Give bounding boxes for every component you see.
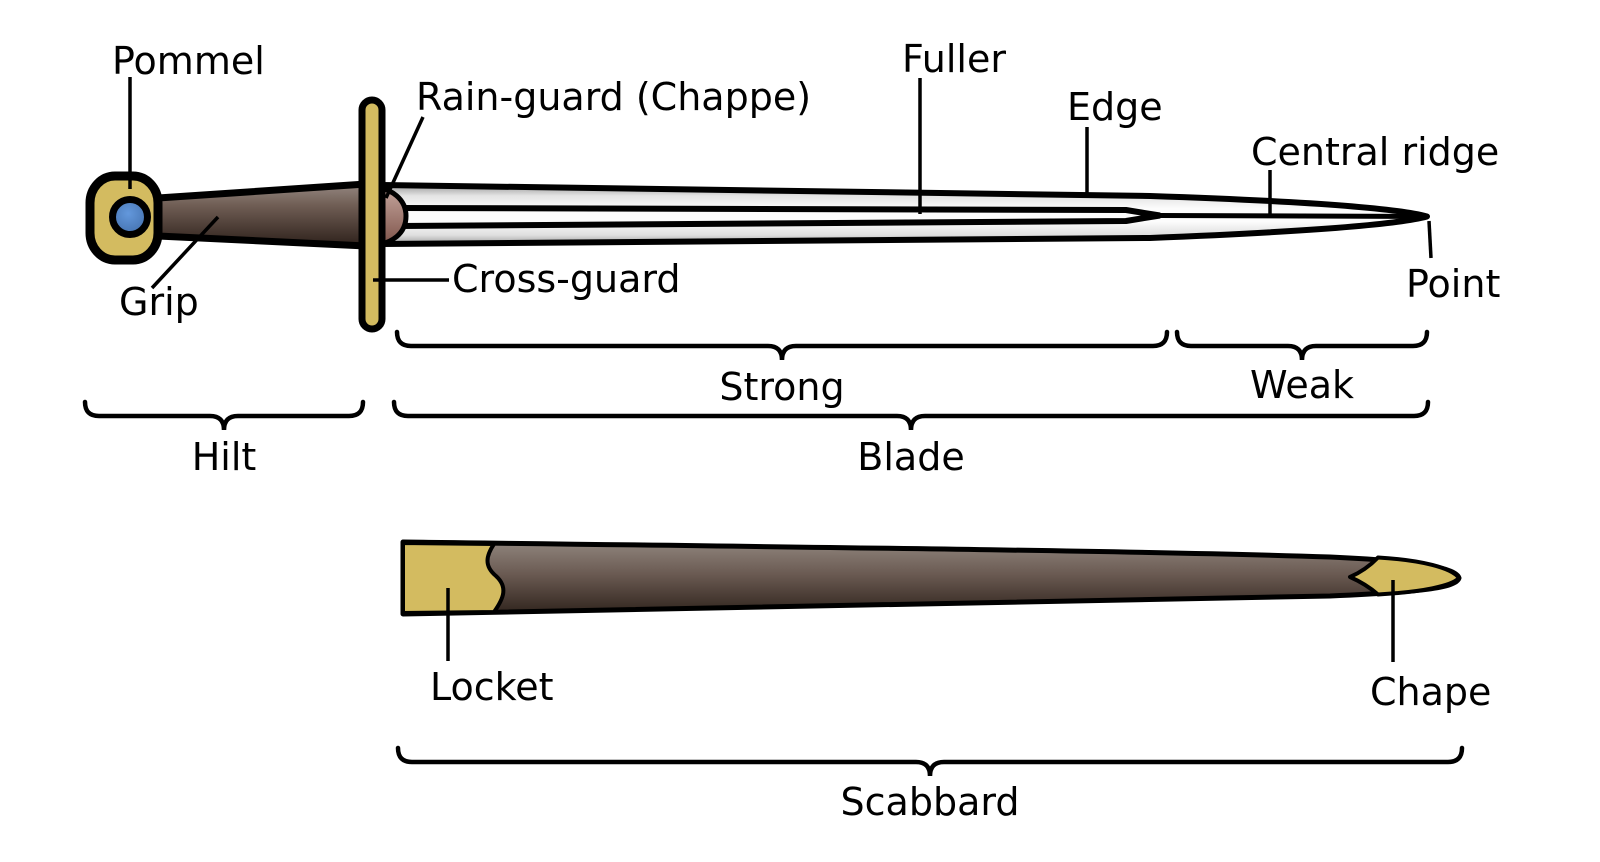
grip-leader-line — [150, 215, 220, 290]
grip-shape — [154, 180, 370, 250]
label-rain-guard: Rain-guard (Chappe) — [416, 75, 812, 119]
label-fuller: Fuller — [902, 37, 1006, 81]
label-pommel: Pommel — [112, 39, 265, 83]
label-chape: Chape — [1370, 670, 1492, 714]
hilt-brace — [82, 399, 366, 431]
label-hilt: Hilt — [191, 435, 257, 479]
cross-guard-shape — [358, 96, 386, 333]
label-edge: Edge — [1067, 85, 1163, 129]
label-grip: Grip — [119, 280, 199, 324]
locket-shape — [401, 541, 506, 615]
blade-brace — [391, 399, 1431, 431]
scabbard-brace — [395, 745, 1465, 777]
chape-shape — [1348, 555, 1461, 597]
fuller-bottom-line — [399, 212, 1161, 229]
weak-brace — [1174, 329, 1430, 361]
label-point: Point — [1406, 262, 1501, 306]
scabbard-body-shape — [400, 539, 1462, 617]
label-scabbard: Scabbard — [840, 780, 1020, 824]
central-ridge-line — [1159, 213, 1421, 219]
fuller-top-line — [399, 205, 1161, 219]
label-strong: Strong — [719, 365, 845, 409]
label-blade: Blade — [857, 435, 965, 479]
point-leader-line — [1427, 220, 1433, 259]
pommel-ring — [109, 196, 151, 238]
label-cross-guard: Cross-guard — [452, 257, 681, 301]
label-central-ridge: Central ridge — [1251, 130, 1500, 174]
label-weak: Weak — [1249, 363, 1355, 407]
rain-guard-leader-line — [384, 116, 425, 199]
strong-brace — [394, 329, 1170, 361]
label-locket: Locket — [430, 665, 554, 709]
blade-shape — [379, 182, 1430, 247]
